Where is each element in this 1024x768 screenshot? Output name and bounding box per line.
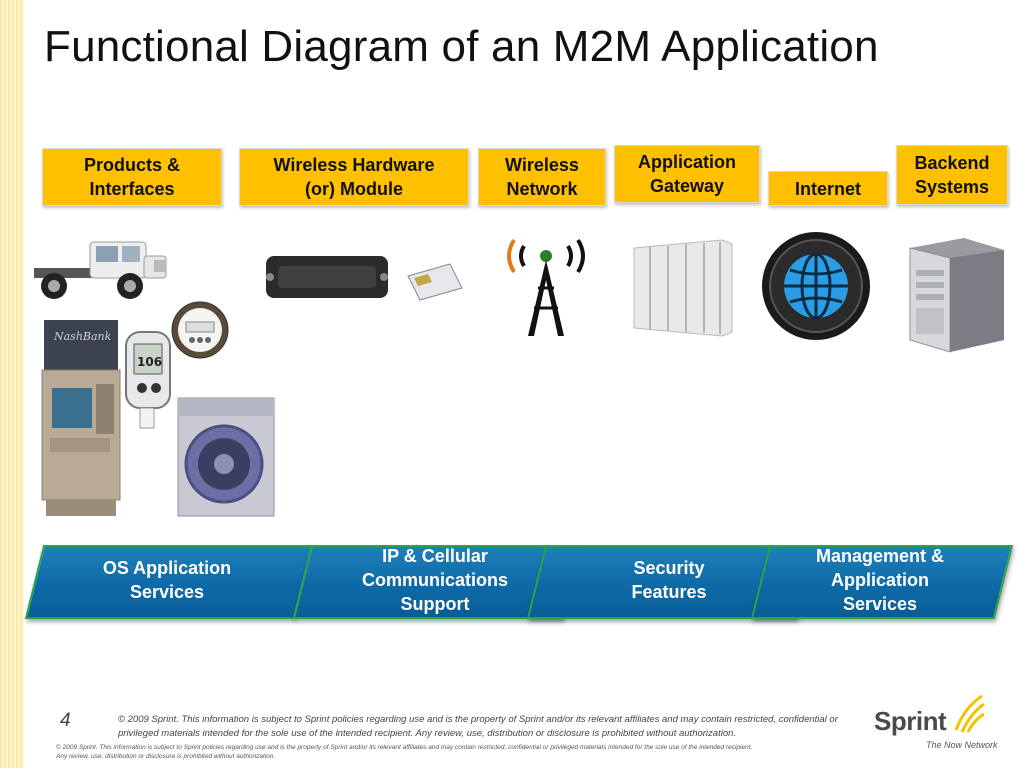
sprint-logo: Sprint The Now Network — [872, 694, 998, 756]
cell-tower-icon — [507, 238, 585, 336]
modem-module-icon — [266, 256, 388, 298]
service-ip-cellular: IP & Cellular Communications Support — [292, 545, 582, 619]
svg-text:NashBank: NashBank — [53, 330, 112, 343]
slide-title: Functional Diagram of an M2M Application — [44, 22, 879, 71]
box-label: Products & Interfaces — [83, 155, 180, 199]
footer-disclaimer: © 2009 Sprint. This information is subje… — [118, 714, 838, 739]
box-application-gateway: Application Gateway — [614, 145, 760, 203]
box-wireless-network: Wireless Network — [478, 148, 606, 206]
logo-tagline: The Now Network — [926, 740, 998, 750]
footer-disclaimer-small: © 2009 Sprint. This information is subje… — [56, 744, 753, 760]
box-label: Internet — [794, 178, 861, 199]
service-label: Management & Application Services — [815, 546, 945, 614]
service-management: Management & Application Services — [750, 545, 1014, 619]
box-products-interfaces: Products & Interfaces — [42, 148, 222, 206]
service-security: Security Features — [526, 545, 816, 619]
glucose-meter-icon: 106 — [125, 331, 171, 429]
sidebar-stripe — [0, 0, 24, 768]
page-number: 4 — [60, 710, 71, 731]
sprint-wing-icon — [954, 694, 985, 733]
svg-text:106: 106 — [137, 355, 162, 369]
box-label: Wireless Network — [505, 155, 579, 199]
globe-icon — [762, 232, 870, 340]
box-backend-systems: Backend Systems — [896, 145, 1008, 205]
logo-brand: Sprint — [874, 706, 947, 736]
box-label: Backend Systems — [914, 153, 990, 197]
server-rack-icon — [633, 239, 733, 337]
box-wireless-hardware: Wireless Hardware (or) Module — [239, 148, 469, 206]
service-os-application: OS Application Services — [24, 545, 314, 619]
sim-card-icon — [407, 263, 463, 301]
tower-server-icon — [909, 238, 1004, 353]
washing-machine-icon — [177, 397, 275, 517]
atm-kiosk-icon: NashBank — [41, 320, 121, 516]
box-label: Application Gateway — [638, 152, 736, 196]
service-label: Security Features — [631, 558, 707, 602]
box-internet: Internet — [768, 171, 888, 206]
utility-meter-icon — [171, 301, 229, 359]
truck-icon — [34, 241, 167, 299]
service-label: IP & Cellular Communications Support — [361, 546, 508, 614]
service-label: OS Application Services — [102, 558, 232, 602]
box-label: Wireless Hardware (or) Module — [273, 155, 435, 199]
